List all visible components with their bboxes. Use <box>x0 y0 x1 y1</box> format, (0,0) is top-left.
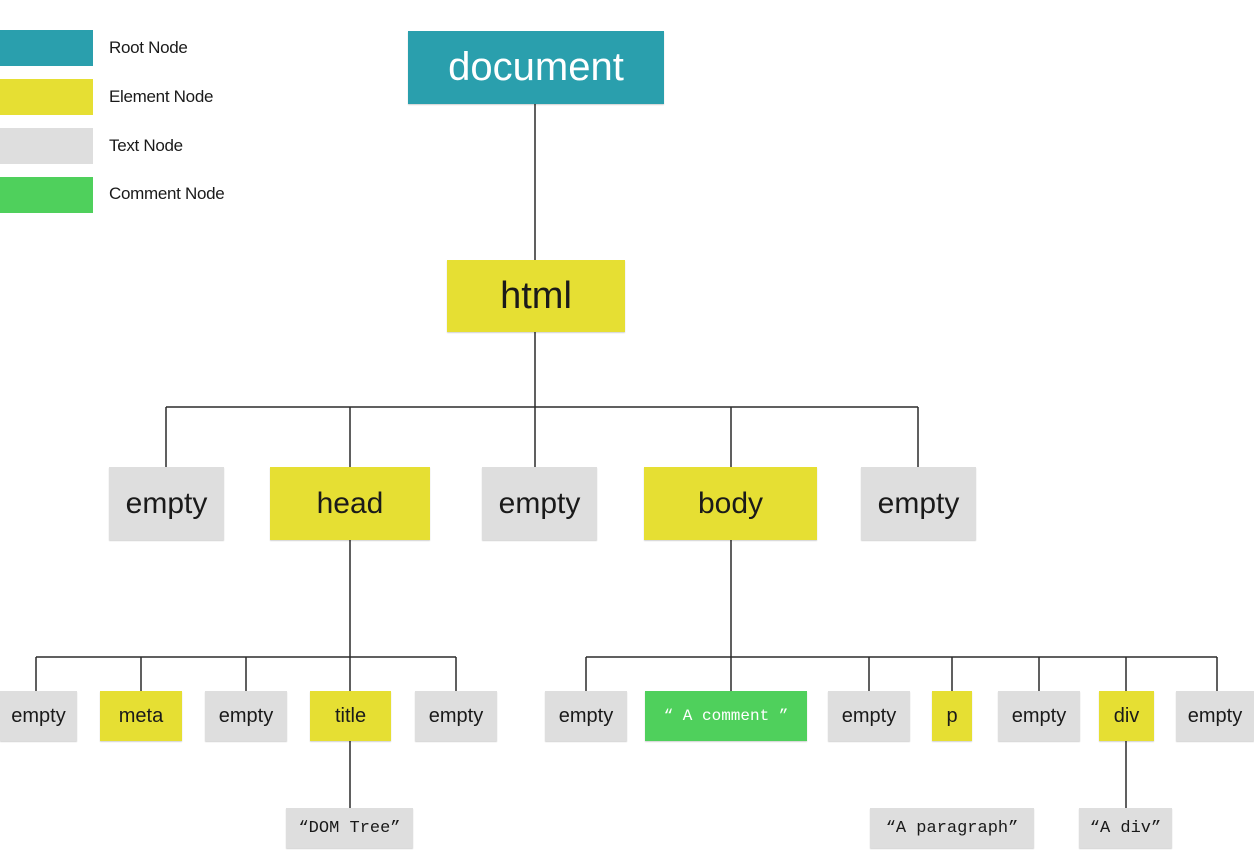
title-node: title <box>310 691 391 741</box>
comment-node: “ A comment ” <box>645 691 807 741</box>
legend-label-text: Text Node <box>109 136 183 155</box>
legend-label-element: Element Node <box>109 87 214 106</box>
title-text-node: “DOM Tree” <box>286 808 413 848</box>
p-node: p <box>932 691 972 741</box>
empty-node: empty <box>1176 691 1254 741</box>
legend-label-root: Root Node <box>109 38 188 57</box>
empty-node: empty <box>828 691 910 741</box>
legend-label-comment: Comment Node <box>109 184 225 203</box>
div-node: div <box>1099 691 1154 741</box>
legend-swatch-comment <box>0 177 93 213</box>
empty-node: empty <box>109 467 224 540</box>
legend-swatch-element <box>0 79 93 115</box>
empty-node: empty <box>205 691 287 741</box>
head-node: head <box>270 467 430 540</box>
html-node: html <box>447 260 625 332</box>
meta-node: meta <box>100 691 182 741</box>
empty-node: empty <box>415 691 497 741</box>
empty-node: empty <box>545 691 627 741</box>
div-text-node: “A div” <box>1079 808 1172 848</box>
legend-swatch-text <box>0 128 93 164</box>
document-node: document <box>408 31 664 104</box>
empty-node: empty <box>861 467 976 540</box>
empty-node: empty <box>0 691 77 741</box>
p-text-node: “A paragraph” <box>870 808 1034 848</box>
empty-node: empty <box>998 691 1080 741</box>
empty-node: empty <box>482 467 597 540</box>
legend-swatch-root <box>0 30 93 66</box>
body-node: body <box>644 467 817 540</box>
